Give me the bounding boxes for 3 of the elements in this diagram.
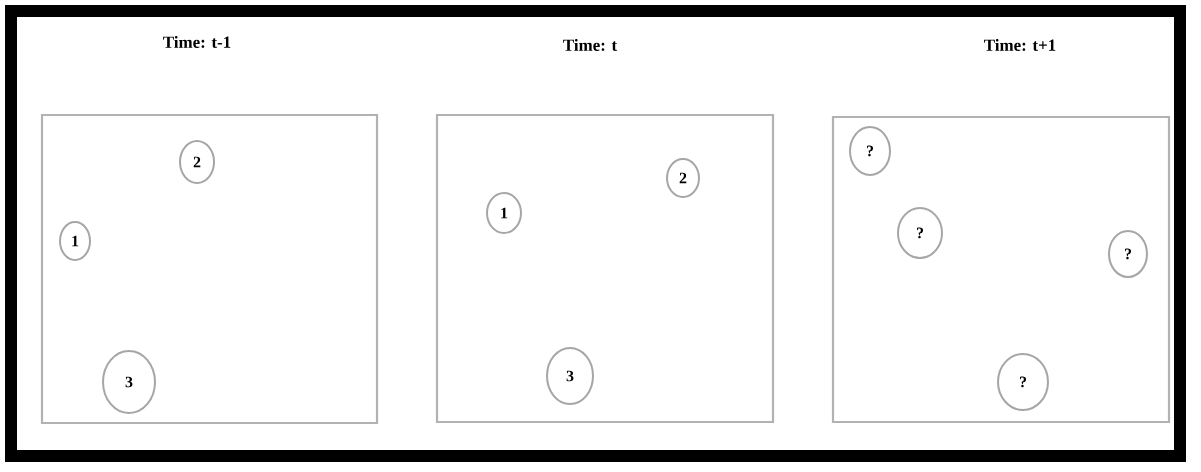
time-heading: Time: t	[563, 39, 618, 51]
time-heading: Time: t+1	[984, 39, 1056, 51]
time-heading: Time: t-1	[163, 36, 231, 48]
